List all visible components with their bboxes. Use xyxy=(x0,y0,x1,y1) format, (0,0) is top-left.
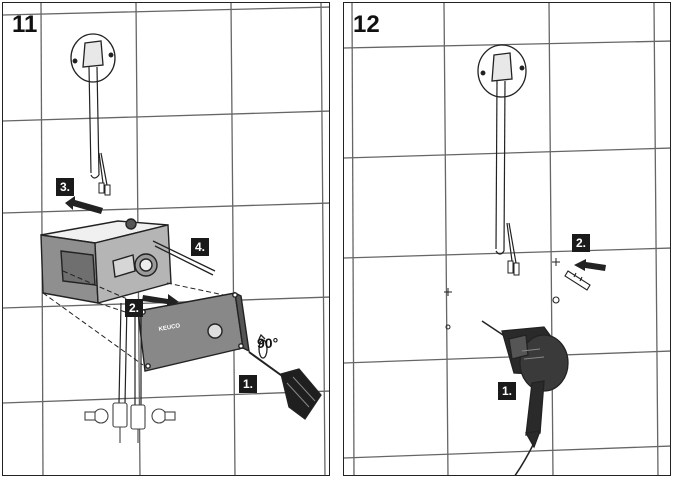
drill-bit xyxy=(481,320,507,338)
rod-step-4 xyxy=(152,240,216,276)
wall-plug xyxy=(552,270,591,304)
panel-step-12: 12 1. 2. xyxy=(343,2,671,476)
step-11-illustration: KEUCO xyxy=(3,3,329,475)
sensor-cable xyxy=(495,80,517,264)
cable-connectors xyxy=(507,260,520,276)
step-12-illustration xyxy=(344,3,670,475)
panel-step-11: KEUCO 11 xyxy=(2,2,330,476)
angle-valves xyxy=(84,402,176,443)
label-step-2: 2. xyxy=(125,299,144,317)
sensor-cable xyxy=(88,66,108,186)
step-number: 12 xyxy=(353,11,380,38)
label-step-1: 1. xyxy=(239,375,258,393)
cover-plate xyxy=(137,291,250,372)
power-drill xyxy=(501,326,569,475)
sensor-plate xyxy=(70,33,116,83)
label-step-1: 1. xyxy=(498,382,517,400)
sensor-plate xyxy=(477,44,527,98)
cable-connectors xyxy=(98,182,111,196)
screwdriver xyxy=(248,351,322,420)
label-step-4: 4. xyxy=(191,238,210,256)
arrow-step-2 xyxy=(574,259,606,271)
label-step-3: 3. xyxy=(56,178,75,196)
brand-text: KEUCO xyxy=(158,323,181,333)
label-step-2: 2. xyxy=(572,234,591,252)
rotation-angle-label: 90° xyxy=(257,335,279,351)
supply-hoses xyxy=(118,301,142,405)
arrow-step-3 xyxy=(65,196,103,214)
tile-grid xyxy=(344,3,670,475)
drill-marks xyxy=(444,258,560,330)
mounting-box xyxy=(40,218,172,304)
step-number: 11 xyxy=(12,11,38,38)
rotation-90-icon xyxy=(258,333,268,359)
